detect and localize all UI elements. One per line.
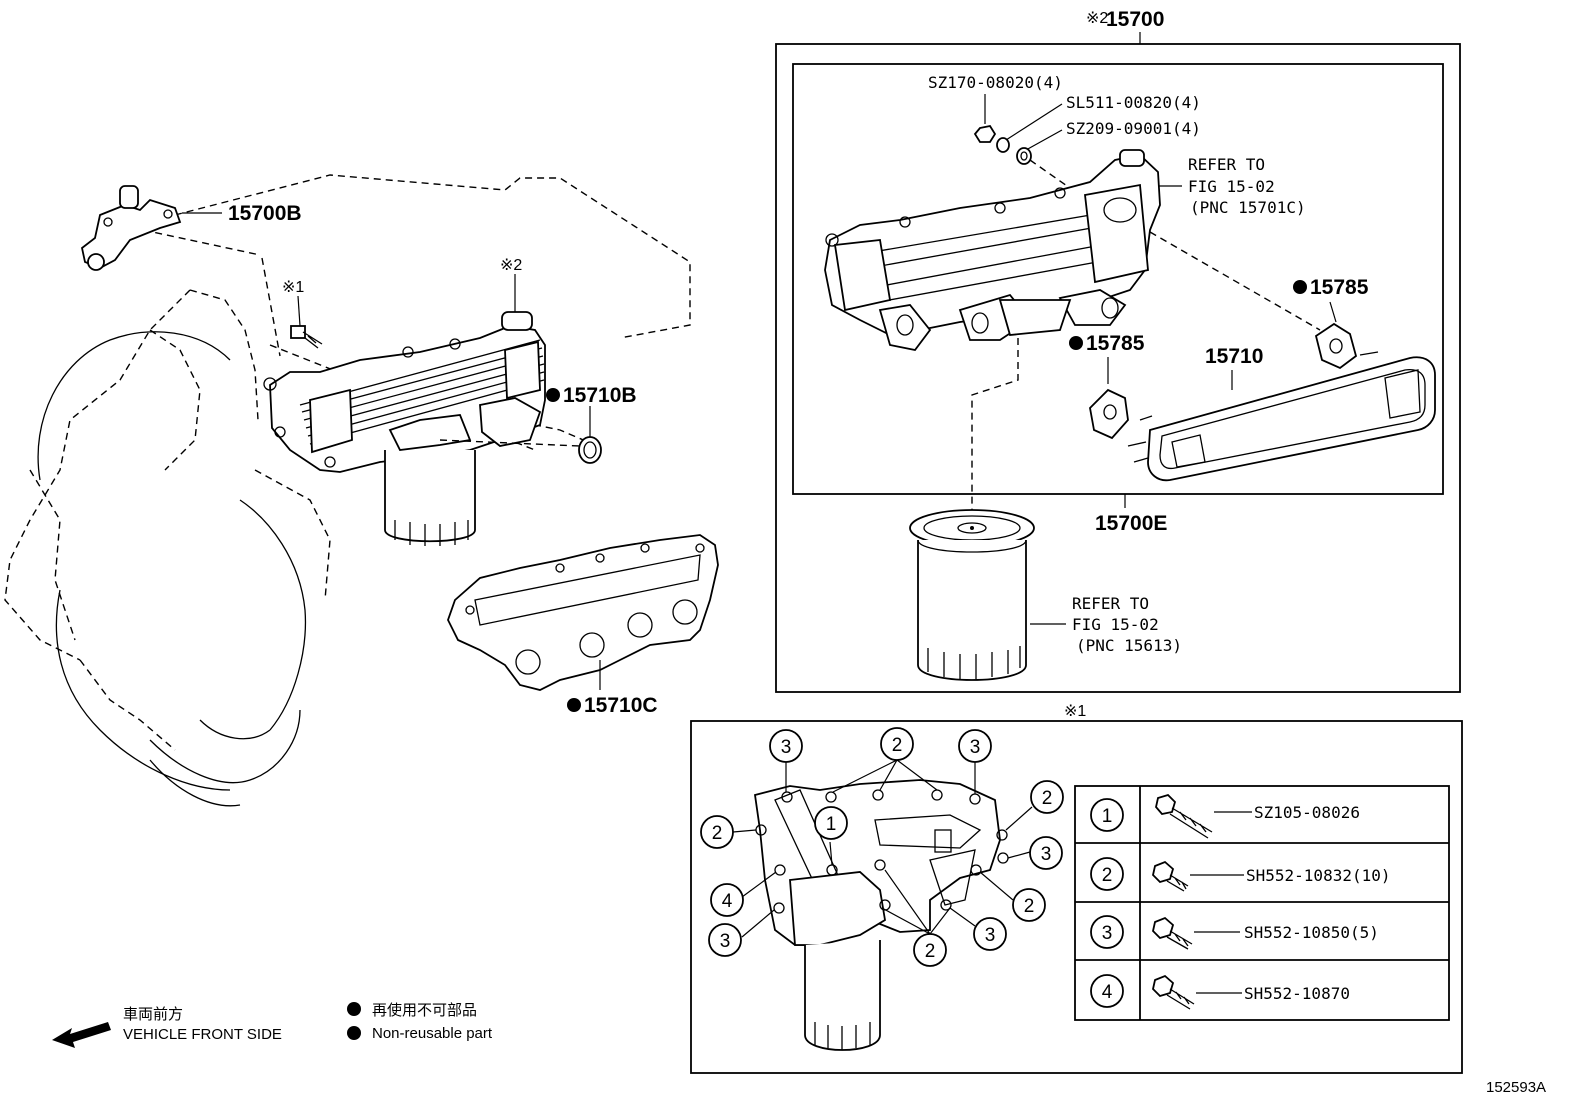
bolt-layout-cooler-view bbox=[753, 779, 1009, 1051]
oil-cooler-assembly-left bbox=[263, 311, 546, 546]
nonreuse-dot-icon bbox=[567, 698, 581, 712]
nonreuse-dot-icon bbox=[1069, 336, 1083, 350]
bolt-index: 4 bbox=[1102, 982, 1113, 1003]
label-15700B: 15700B bbox=[228, 202, 302, 225]
callout: 1 bbox=[826, 814, 837, 835]
oil-cooler-housing bbox=[824, 149, 1161, 351]
callout: 3 bbox=[970, 737, 981, 758]
label-15710C: 15710C bbox=[584, 694, 658, 717]
part-15710-cooler-element bbox=[1127, 351, 1436, 482]
filled-circle-icon bbox=[347, 1002, 361, 1016]
refer2-line3: (PNC 15613) bbox=[1076, 636, 1182, 655]
bolt-icon bbox=[1155, 793, 1213, 839]
callout: 2 bbox=[925, 941, 936, 962]
bolt-part-number: SZ105-08026 bbox=[1254, 803, 1360, 822]
part-15710B-oring bbox=[578, 436, 602, 464]
label-15785-a: 15785 bbox=[1310, 276, 1369, 299]
callout: 2 bbox=[892, 735, 903, 756]
bolt-part-number: SH552-10850(5) bbox=[1244, 923, 1379, 942]
callout: 3 bbox=[1041, 844, 1052, 865]
label-SZ209: SZ209-09001(4) bbox=[1066, 119, 1201, 138]
bolt-index: 3 bbox=[1102, 923, 1113, 944]
callout: 3 bbox=[985, 925, 996, 946]
nonreuse-dot-icon bbox=[1293, 280, 1307, 294]
oil-filter bbox=[909, 509, 1035, 681]
bolt-part-number: SH552-10870 bbox=[1244, 984, 1350, 1003]
part-15785-gasket bbox=[1314, 322, 1358, 370]
refer1-line2: FIG 15-02 bbox=[1188, 177, 1275, 196]
inset-callouts: 3 2 3 2 1 2 3 4 3 2 2 3 bbox=[700, 727, 1064, 967]
legend-nonreuse-en: Non-reusable part bbox=[372, 1025, 493, 1042]
callout: 3 bbox=[781, 737, 792, 758]
refer2-line2: FIG 15-02 bbox=[1072, 615, 1159, 634]
bolt-layout-box bbox=[690, 720, 1463, 1074]
legend: 車両前方 VEHICLE FRONT SIDE 再使用不可部品 Non-reus… bbox=[52, 1002, 493, 1048]
label-15700E: 15700E bbox=[1095, 512, 1167, 535]
assembly-15700-box bbox=[775, 43, 1461, 693]
assembly-15700E-box bbox=[792, 63, 1444, 495]
bolt-icon bbox=[1152, 916, 1193, 950]
legend-front-jp: 車両前方 bbox=[123, 1006, 183, 1023]
legend-front-en: VEHICLE FRONT SIDE bbox=[123, 1026, 282, 1043]
bolt-index: 1 bbox=[1102, 806, 1113, 827]
engine-pulley bbox=[37, 331, 307, 807]
figure-id: 152593A bbox=[1486, 1079, 1546, 1096]
bolt-table bbox=[1074, 785, 1450, 1021]
legend-nonreuse-jp: 再使用不可部品 bbox=[372, 1002, 477, 1019]
bolt-part-number: SH552-10832(10) bbox=[1246, 866, 1391, 885]
callout: 2 bbox=[712, 823, 723, 844]
label-15710: 15710 bbox=[1205, 345, 1263, 368]
washer-icon bbox=[1016, 147, 1032, 165]
refer1-line1: REFER TO bbox=[1188, 155, 1265, 174]
mark-1: ※1 bbox=[282, 279, 304, 296]
washer-icon bbox=[996, 137, 1010, 153]
left-arrow-icon bbox=[52, 1022, 111, 1048]
nut-icon bbox=[973, 124, 997, 143]
bolt-index: 2 bbox=[1102, 865, 1113, 886]
part-15710C-gasket bbox=[447, 534, 719, 691]
nonreuse-dot-icon bbox=[546, 388, 560, 402]
refer2-line1: REFER TO bbox=[1072, 594, 1149, 613]
bolt-table-row: 3 SH552-10850(5) bbox=[1090, 915, 1379, 950]
label-15785-b: 15785 bbox=[1086, 332, 1145, 355]
filled-circle-icon bbox=[347, 1026, 361, 1040]
callout: 4 bbox=[722, 891, 733, 912]
label-SL511: SL511-00820(4) bbox=[1066, 93, 1201, 112]
bolt-table-row: 4 SH552-10870 bbox=[1090, 974, 1350, 1010]
bolt-icon bbox=[1152, 860, 1189, 892]
part-15785-gasket bbox=[1089, 388, 1129, 440]
part-15700B-bracket bbox=[81, 185, 182, 271]
bolt-table-row: 1 SZ105-08026 bbox=[1090, 793, 1360, 839]
callout: 2 bbox=[1024, 896, 1035, 917]
mark-15700: ※2 bbox=[1086, 10, 1108, 27]
bolt-icon bbox=[1152, 974, 1195, 1010]
bolt-icon bbox=[290, 325, 323, 349]
refer1-line3: (PNC 15701C) bbox=[1190, 198, 1306, 217]
label-SZ170: SZ170-08020(4) bbox=[928, 73, 1063, 92]
bolt-table-row: 2 SH552-10832(10) bbox=[1090, 857, 1391, 892]
label-15710B: 15710B bbox=[563, 384, 637, 407]
label-15700: 15700 bbox=[1106, 8, 1164, 31]
callout-leaders bbox=[732, 759, 1033, 938]
mark-2: ※2 bbox=[500, 257, 522, 274]
mark-1-inset: ※1 bbox=[1064, 703, 1086, 720]
callout: 2 bbox=[1042, 788, 1053, 809]
callout: 3 bbox=[720, 931, 731, 952]
